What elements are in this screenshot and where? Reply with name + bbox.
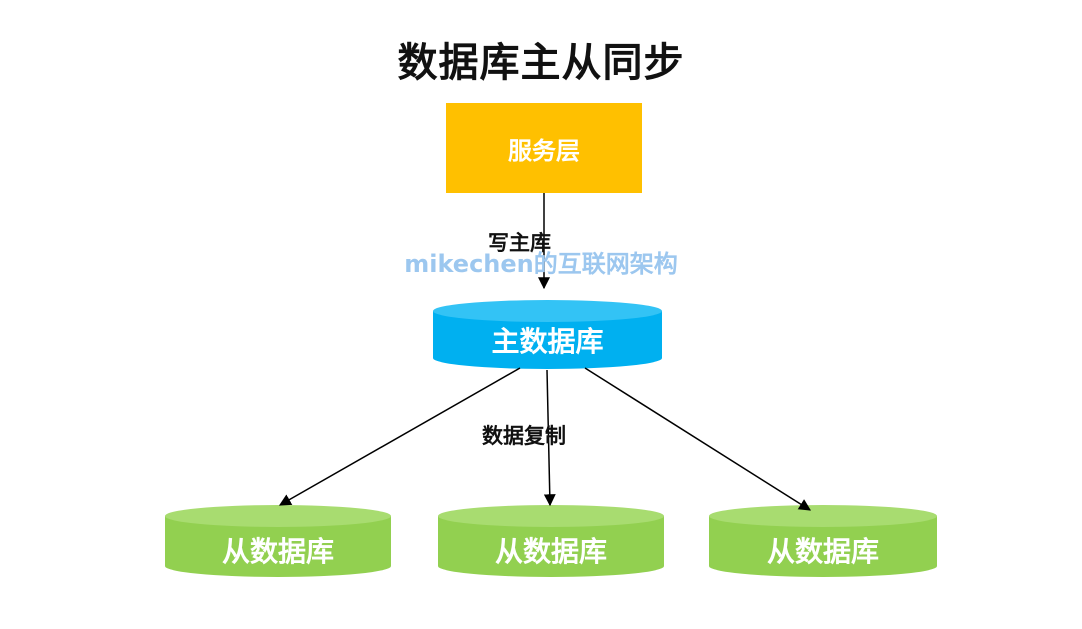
slave-database-label: 从数据库 bbox=[221, 535, 334, 568]
slave-database-cylinder bbox=[165, 505, 391, 577]
master-database-cylinder bbox=[433, 300, 662, 369]
write-edge-label: 写主库 bbox=[488, 231, 551, 255]
master-database-label: 主数据库 bbox=[491, 325, 604, 358]
replicate-arrow-left bbox=[278, 367, 521, 506]
replicate-edge-label: 数据复制 bbox=[482, 424, 566, 448]
replicate-arrow-right bbox=[584, 367, 812, 511]
slave-database-cylinder bbox=[438, 505, 664, 577]
page-title: 数据库主从同步 bbox=[397, 40, 685, 86]
service-layer-box: 服务层 bbox=[446, 103, 642, 193]
slave-database-label: 从数据库 bbox=[494, 535, 607, 568]
service-layer-label: 服务层 bbox=[508, 136, 580, 165]
slave-database-cylinder bbox=[709, 505, 937, 577]
replicate-arrow-middle bbox=[543, 369, 556, 507]
slave-database-label: 从数据库 bbox=[766, 535, 879, 568]
